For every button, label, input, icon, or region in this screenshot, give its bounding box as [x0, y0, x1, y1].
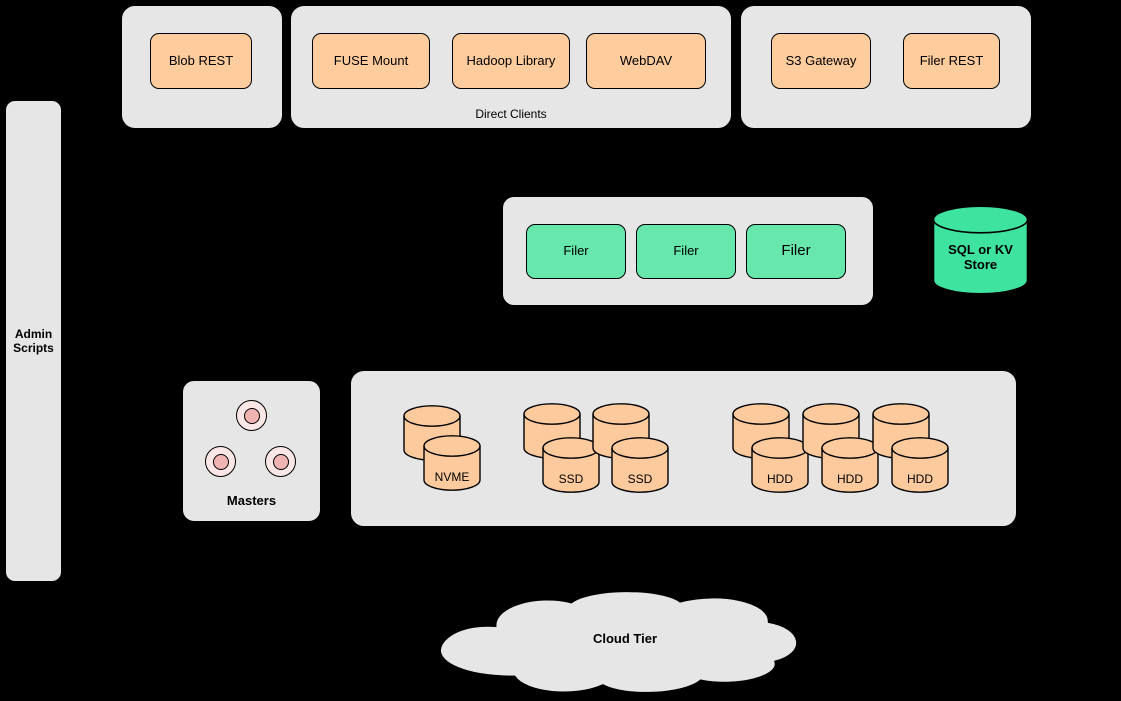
- direct-clients-caption: Direct Clients: [475, 107, 547, 121]
- disk-cylinder-icon: [891, 437, 949, 493]
- direct-clients-group: FUSE Mount Hadoop Library WebDAV Direct …: [290, 5, 732, 129]
- cloud-tier-shape: Cloud Tier: [435, 586, 815, 700]
- fuse-mount-node: FUSE Mount: [312, 33, 430, 89]
- disk-cylinder-icon: [611, 437, 669, 493]
- sql-kv-store-label: SQL or KV Store: [948, 242, 1013, 272]
- hdd-disk-label: HDD: [837, 472, 863, 486]
- s3-gateway-label: S3 Gateway: [785, 52, 857, 68]
- hdd-disk-label: HDD: [767, 472, 793, 486]
- s3-gateway-node: S3 Gateway: [771, 33, 871, 89]
- webdav-label: WebDAV: [619, 52, 673, 68]
- master-node-icon: [236, 400, 267, 431]
- filer-node-1: Filer: [526, 224, 626, 279]
- sql-kv-store-cylinder: SQL or KV Store: [932, 205, 1029, 295]
- filer-rest-label: Filer REST: [919, 52, 984, 68]
- filer-label-1: Filer: [563, 243, 589, 259]
- blob-client-group: Blob REST: [121, 5, 283, 129]
- cloud-tier-label: Cloud Tier: [592, 630, 658, 646]
- admin-scripts-label: Admin Scripts: [13, 326, 54, 355]
- filer-node-2: Filer: [636, 224, 736, 279]
- masters-group: Masters: [182, 380, 321, 522]
- admin-scripts-bar: Admin Scripts: [5, 100, 62, 582]
- filer-label-3: Filer: [781, 242, 811, 260]
- hadoop-library-label: Hadoop Library: [466, 52, 556, 68]
- master-node-inner-icon: [272, 453, 289, 470]
- nvme-disk-label: NVME: [434, 470, 470, 484]
- hdd-disk-cylinder: HDD: [821, 437, 879, 493]
- cloud-icon: [438, 590, 799, 694]
- gateway-group: S3 Gateway Filer REST: [740, 5, 1032, 129]
- ssd-disk-label: SSD: [627, 472, 653, 486]
- blob-rest-node: Blob REST: [150, 33, 252, 89]
- ssd-disk-cylinder: SSD: [611, 437, 669, 493]
- hadoop-library-node: Hadoop Library: [452, 33, 570, 89]
- nvme-disk-cylinder: NVME: [423, 435, 481, 491]
- hdd-disk-cylinder: HDD: [751, 437, 809, 493]
- master-node-inner-icon: [243, 407, 260, 424]
- master-node-inner-icon: [212, 453, 229, 470]
- database-cylinder-icon: [932, 205, 1029, 295]
- ssd-disk-label: SSD: [558, 472, 584, 486]
- masters-label: Masters: [226, 493, 277, 508]
- filer-label-2: Filer: [673, 243, 699, 259]
- filer-group: Filer Filer Filer: [502, 196, 874, 306]
- hdd-disk-label: HDD: [907, 472, 933, 486]
- fuse-mount-label: FUSE Mount: [333, 52, 409, 68]
- master-node-icon: [265, 446, 296, 477]
- disk-cylinder-icon: [821, 437, 879, 493]
- filer-node-3: Filer: [746, 224, 846, 279]
- hdd-disk-cylinder: HDD: [891, 437, 949, 493]
- volume-servers-group: NVME SSD: [350, 370, 1017, 527]
- filer-rest-node: Filer REST: [903, 33, 1000, 89]
- disk-cylinder-icon: [423, 435, 481, 491]
- master-node-icon: [205, 446, 236, 477]
- blob-rest-label: Blob REST: [168, 52, 234, 68]
- webdav-node: WebDAV: [586, 33, 706, 89]
